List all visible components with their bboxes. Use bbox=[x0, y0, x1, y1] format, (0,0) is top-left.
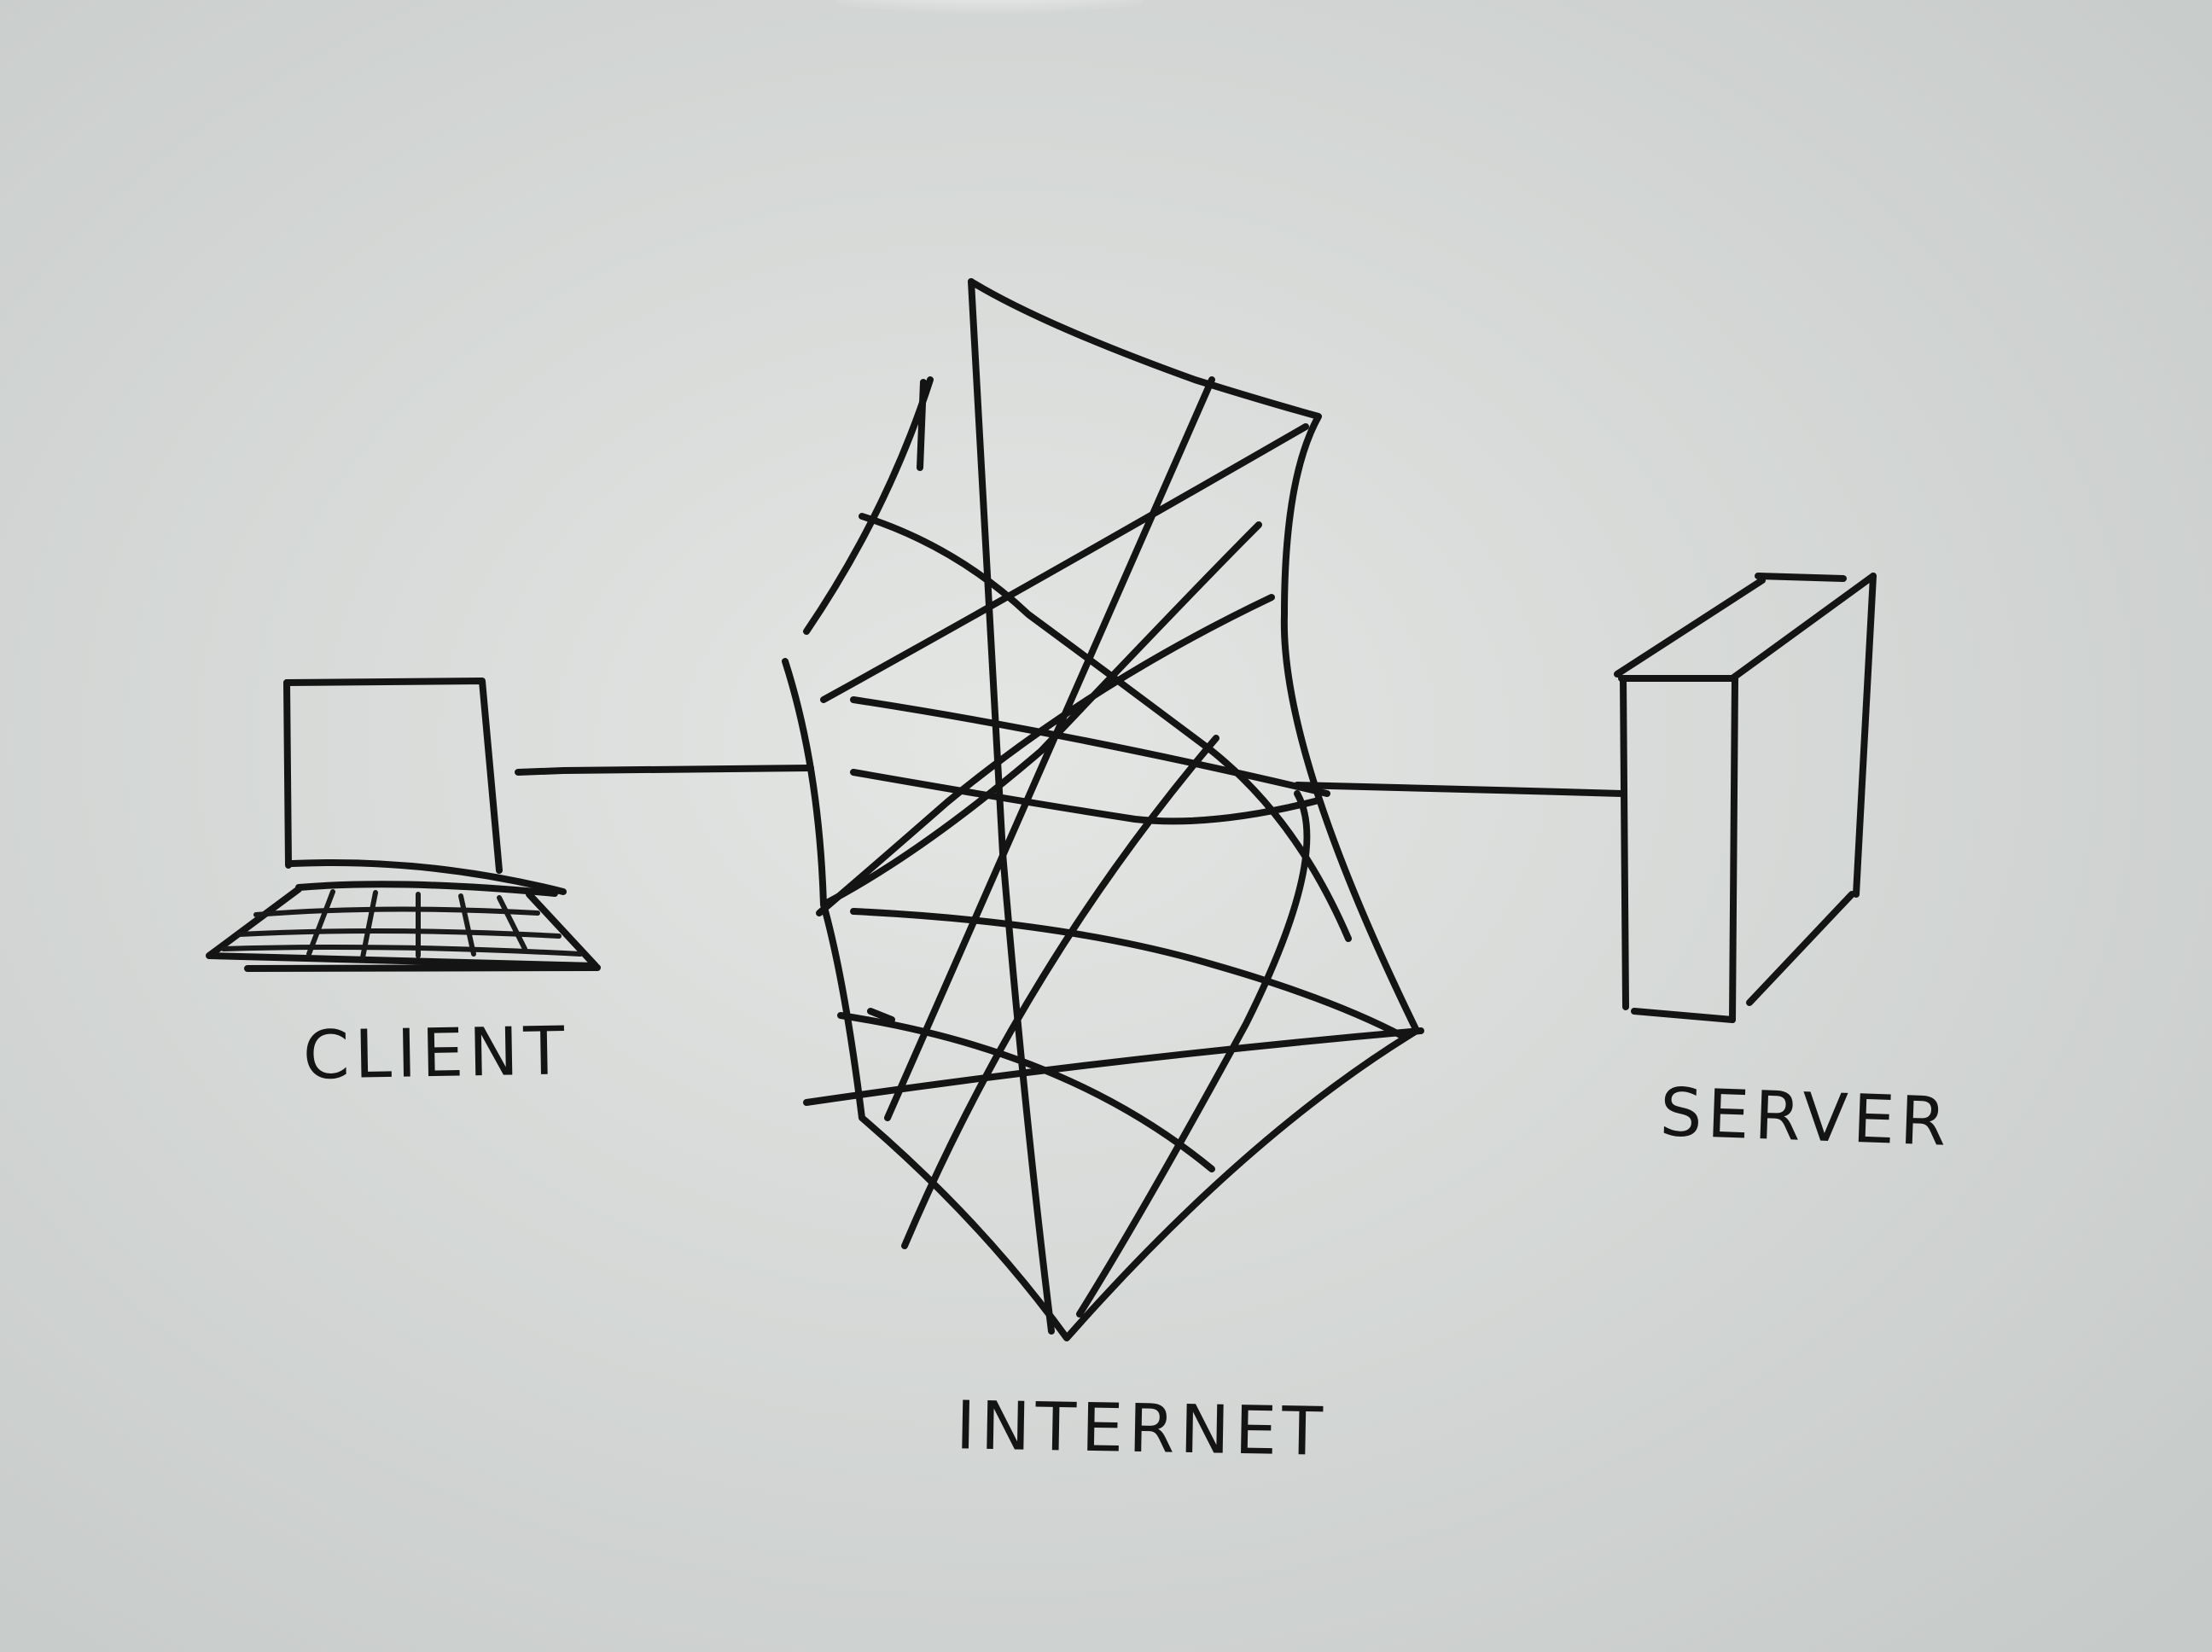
light-glare bbox=[836, 0, 1144, 26]
internet-label: INTERNET bbox=[955, 1387, 1329, 1471]
server-tower-icon bbox=[1614, 573, 1877, 1023]
server-label: SERVER bbox=[1658, 1074, 1953, 1161]
connection-lines bbox=[515, 765, 1625, 797]
client-internet-link bbox=[515, 765, 814, 776]
internet-server-link bbox=[1294, 782, 1625, 797]
laptop-icon bbox=[206, 678, 601, 972]
client-label: CLIENT bbox=[302, 1013, 570, 1095]
network-mesh-icon bbox=[782, 278, 1424, 1341]
